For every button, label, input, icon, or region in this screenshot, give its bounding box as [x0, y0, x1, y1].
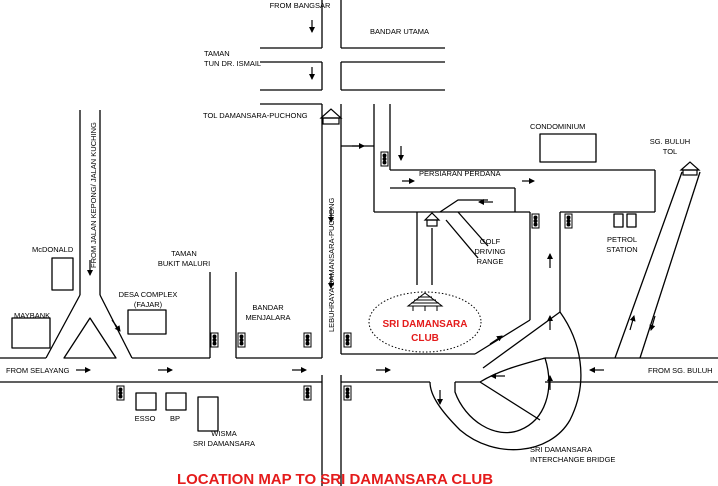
east-west-road: [0, 272, 718, 383]
north-south-highway: [260, 0, 475, 486]
club-name-line2: CLUB: [411, 333, 439, 344]
label-bandar-utama: BANDAR UTAMA: [370, 27, 429, 36]
map-labels: FROM BANGSAR BANDAR UTAMA TAMAN TUN DR. …: [6, 1, 713, 464]
label-sg-buluh-tol-1: SG. BULUH: [650, 137, 690, 146]
label-golf-2: DRIVING: [474, 247, 505, 256]
traffic-light-icon: [343, 385, 352, 401]
map-title: LOCATION MAP TO SRI DAMANSARA CLUB: [177, 471, 493, 486]
label-esso: ESSO: [135, 414, 156, 423]
label-golf-3: RANGE: [477, 257, 504, 266]
traffic-light-icon: [380, 151, 389, 167]
label-from-sg-buluh: FROM SG. BULUH: [648, 366, 713, 375]
label-wisma-2: SRI DAMANSARA: [193, 439, 255, 448]
label-petrol-2: STATION: [606, 245, 637, 254]
label-petrol-1: PETROL: [607, 235, 637, 244]
label-bandar-menjalara-2: MENJALARA: [245, 313, 290, 322]
arrow-down-icon: [649, 315, 656, 331]
label-wisma-1: WISMA: [211, 429, 236, 438]
label-from-selayang: FROM SELAYANG: [6, 366, 70, 375]
sri-damansara-club[interactable]: SRI DAMANSARA CLUB: [368, 291, 482, 353]
label-mcdonald: McDONALD: [32, 245, 74, 254]
label-taman-tun-1: TAMAN: [204, 49, 230, 58]
label-bandar-menjalara-1: BANDAR: [252, 303, 284, 312]
label-from-bangsar: FROM BANGSAR: [270, 1, 331, 10]
label-lebuhraya: LEBUHRAYA DAMANSARA-PUCHONG: [327, 198, 336, 332]
label-tol-damansara: TOL DAMANSARA-PUCHONG: [203, 111, 308, 120]
traffic-light-icon: [531, 213, 540, 229]
label-interchange-1: SRI DAMANSARA: [530, 445, 592, 454]
traffic-light-icon: [303, 332, 312, 348]
golf-driving-range-icon: [423, 212, 441, 227]
toll-sg-buluh-icon: [679, 161, 701, 176]
arrow-up-icon: [629, 315, 636, 331]
label-interchange-2: INTERCHANGE BRIDGE: [530, 455, 615, 464]
label-taman-bukit-1: TAMAN: [171, 249, 197, 258]
arrow-diagonal-icon: [489, 335, 503, 345]
arrow-diagonal-icon: [111, 319, 121, 332]
traffic-light-icon: [303, 385, 312, 401]
club-house-icon: [406, 292, 444, 311]
persiaran-perdana: [373, 104, 656, 285]
direction-arrows: [76, 20, 656, 405]
traffic-light-icon: [564, 213, 573, 229]
club-name-line1: SRI DAMANSARA: [383, 319, 468, 330]
traffic-light-icon: [343, 332, 352, 348]
buildings: [11, 133, 637, 432]
sg-buluh-road: [614, 171, 701, 359]
interchange: [429, 212, 582, 451]
label-maybank: MAYBANK: [14, 311, 50, 320]
jalan-kepong-road: [45, 110, 133, 359]
label-taman-tun-2: TUN DR. ISMAIL: [204, 59, 261, 68]
label-desa-2: (FAJAR): [134, 300, 163, 309]
traffic-light-icon: [116, 385, 125, 401]
toll-damansara-icon: [319, 108, 343, 125]
label-persiaran-perdana: PERSIARAN PERDANA: [419, 169, 501, 178]
label-bp: BP: [170, 414, 180, 423]
label-condominium: CONDOMINIUM: [530, 122, 585, 131]
traffic-lights: [116, 151, 573, 401]
traffic-light-icon: [210, 332, 219, 348]
label-from-jalan-kepong: FROM JALAN KEPONG/ JALAN KUCHING: [89, 122, 98, 268]
traffic-light-icon: [237, 332, 246, 348]
label-desa-1: DESA COMPLEX: [119, 290, 178, 299]
label-taman-bukit-2: BUKIT MALURI: [158, 259, 210, 268]
label-sg-buluh-tol-2: TOL: [663, 147, 677, 156]
label-golf-1: GOLF: [480, 237, 501, 246]
